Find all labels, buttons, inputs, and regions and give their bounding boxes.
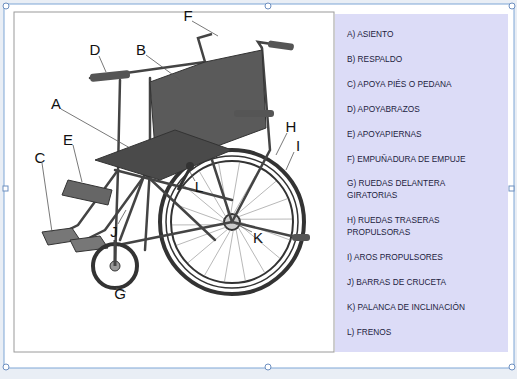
callout-letter: B	[135, 41, 147, 58]
part-entry: C) APOYA PIÉS O PEDANA	[347, 78, 495, 90]
part-entry: B) RESPALDO	[347, 53, 495, 65]
legend-panel: A) ASIENTO B) RESPALDO C) APOYA PIÉS O PED…	[335, 14, 508, 352]
callout-letter: C	[34, 149, 47, 166]
callout-letter: L	[194, 178, 204, 195]
part-entry: H) RUEDAS TRASERAS PROPULSORAS	[347, 214, 495, 238]
part-entry: K) PALANCA DE INCLINACIÓN	[347, 301, 495, 313]
part-entry: L) FRENOS	[347, 326, 495, 338]
part-entry: A) ASIENTO	[347, 28, 495, 40]
callout-letter: G	[113, 285, 127, 302]
callout-letter: K	[252, 229, 264, 246]
callout-letter: I	[295, 137, 301, 154]
part-entry: D) APOYABRAZOS	[347, 103, 495, 115]
callout-letter: J	[109, 223, 119, 240]
callout-letter: H	[285, 118, 298, 135]
part-entry: F) EMPUÑADURA DE EMPUJE	[347, 153, 495, 165]
callout-letter: E	[62, 131, 74, 148]
callout-letter: F	[182, 7, 193, 24]
part-entry: E) APOYAPIERNAS	[347, 128, 495, 140]
callout-letter: A	[50, 95, 62, 112]
part-entry: J) BARRAS DE CRUCETA	[347, 276, 495, 288]
part-entry: G) RUEDAS DELANTERA GIRATORIAS	[347, 177, 495, 201]
part-entry: I) AROS PROPULSORES	[347, 251, 495, 263]
callout-letter: D	[89, 41, 102, 58]
